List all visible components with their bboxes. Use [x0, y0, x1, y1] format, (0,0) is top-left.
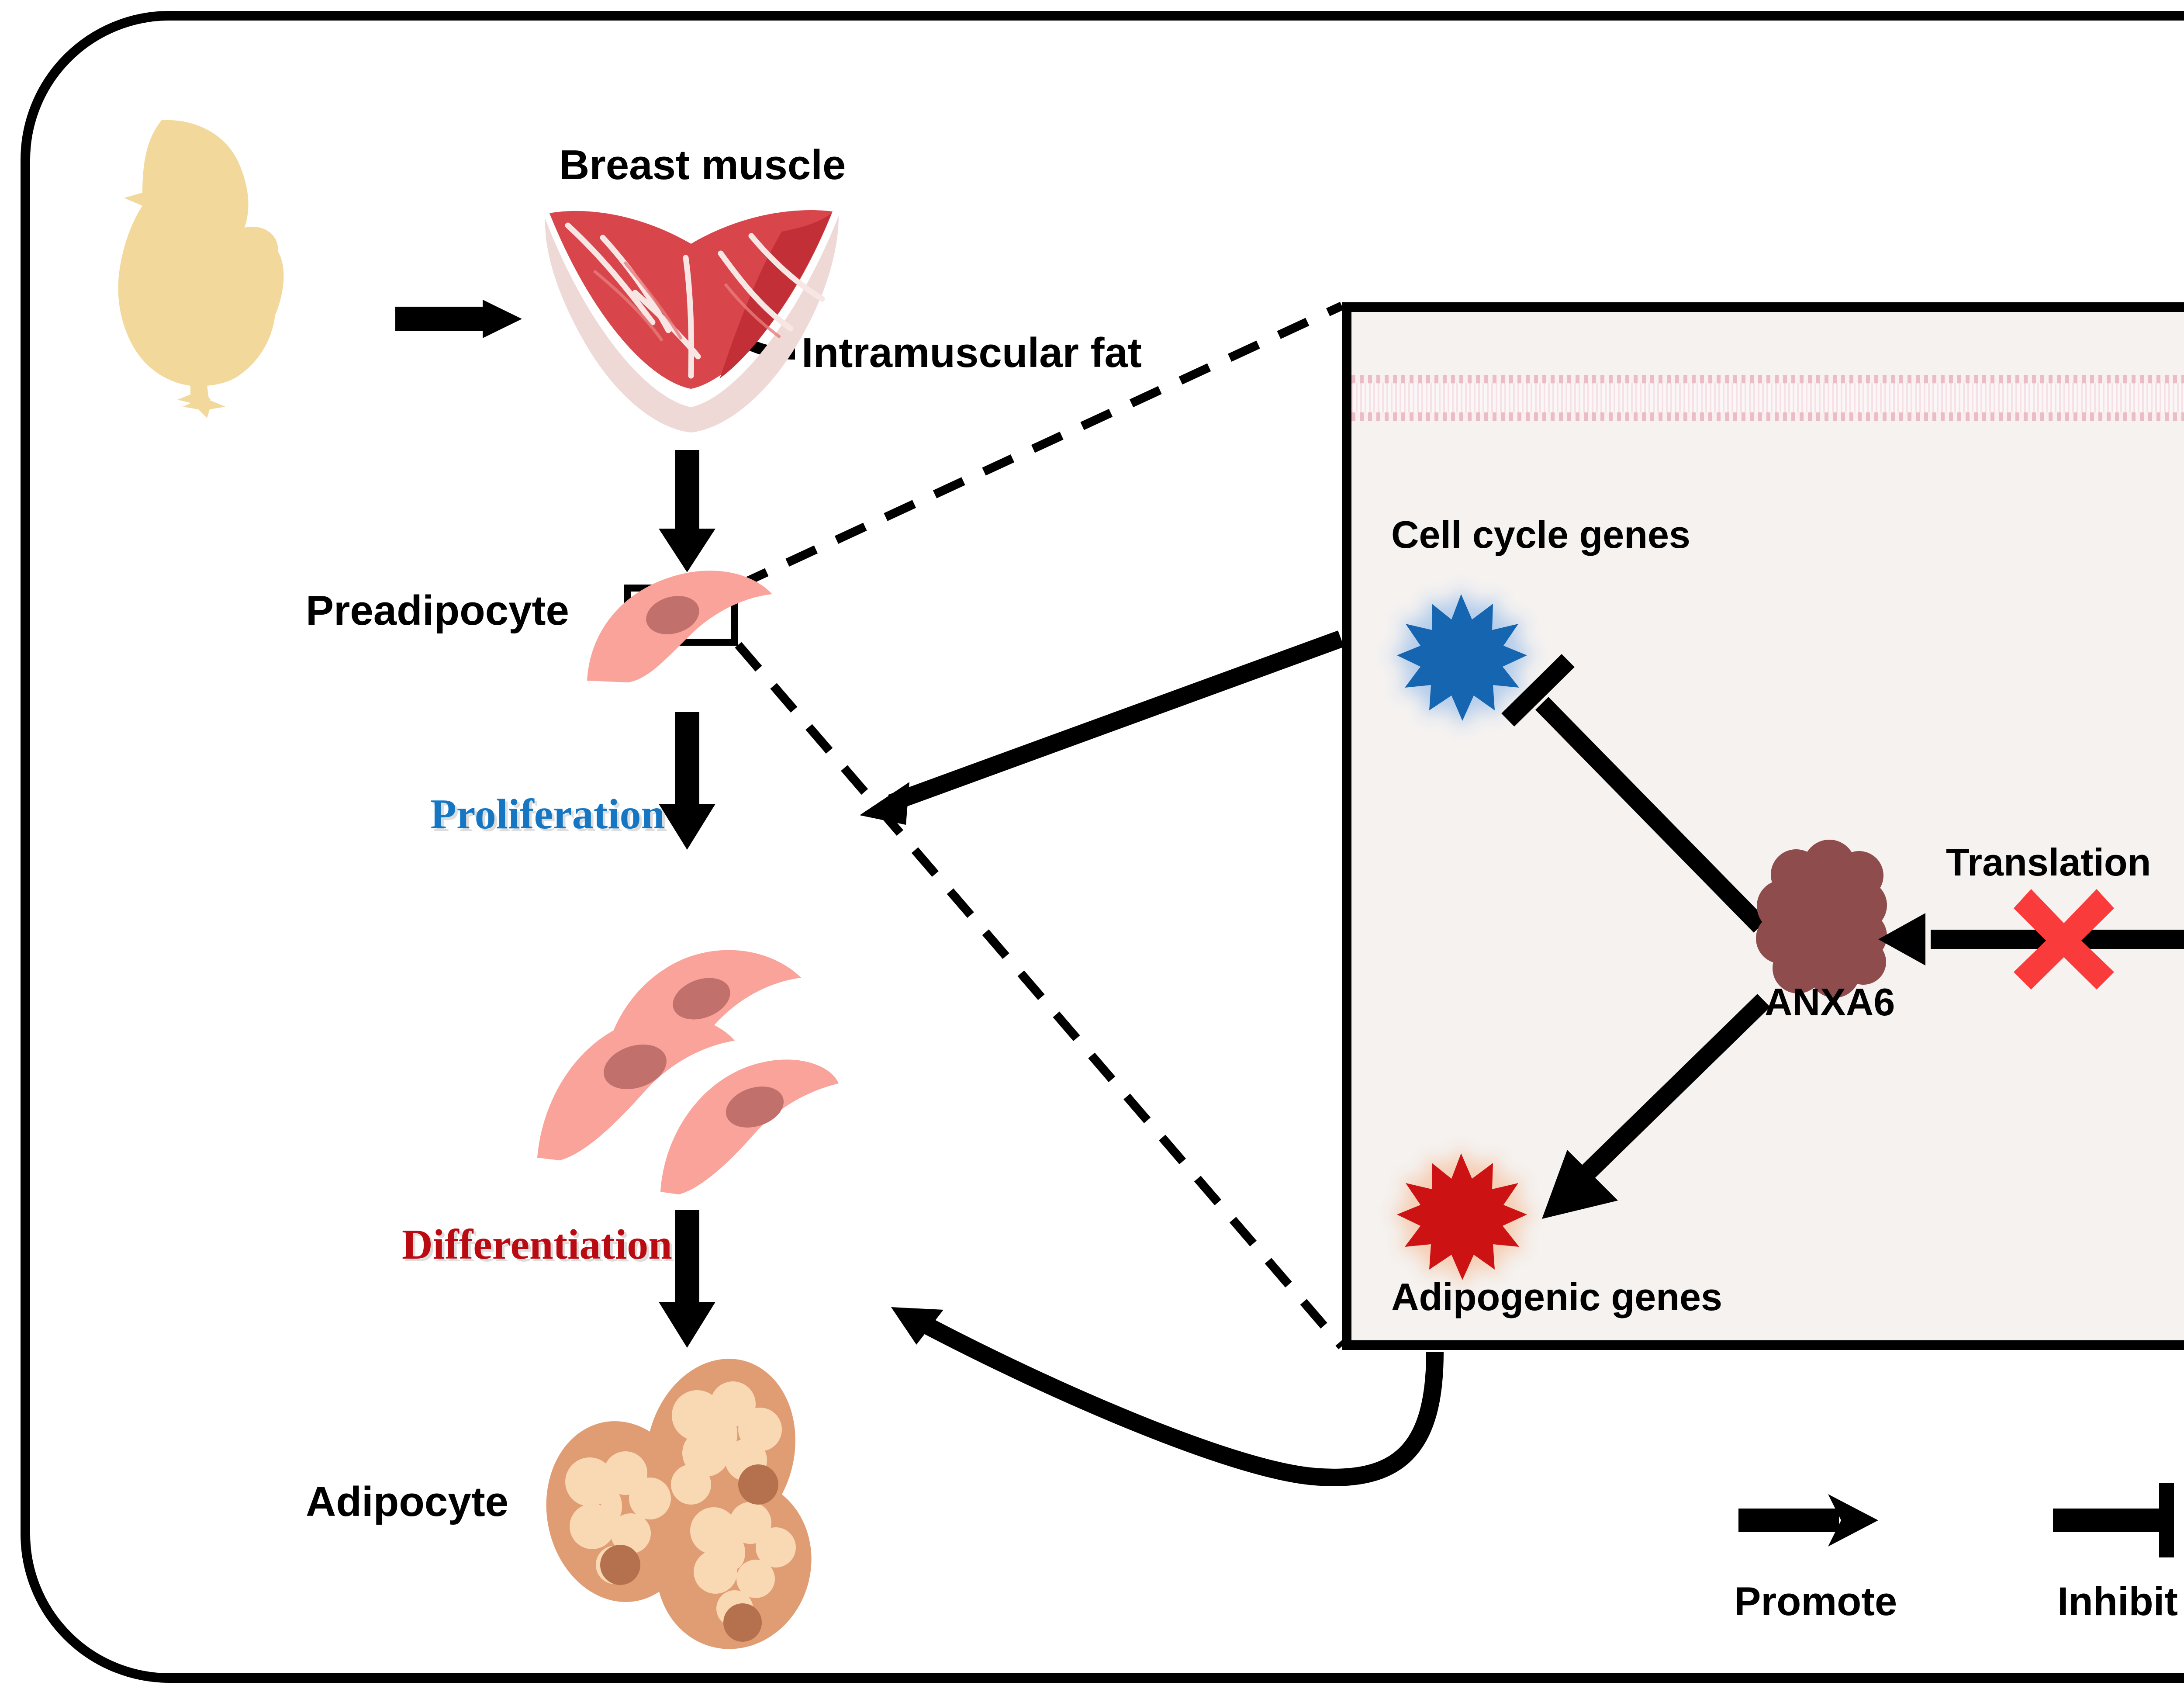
breast-muscle-illustration	[545, 210, 839, 433]
differentiation-label: Differentiation	[402, 1221, 672, 1268]
chick-to-muscle-arrow	[395, 300, 522, 338]
proliferation-arrow	[659, 712, 715, 850]
proliferation-label: Proliferation	[430, 791, 665, 838]
plasma-membrane-icon	[1351, 375, 2184, 421]
differentiation-arrow	[659, 1210, 715, 1348]
preadipocyte-label: Preadipocyte	[306, 587, 569, 634]
preadipocyte-illustration	[587, 571, 772, 682]
zoom-leader-bottom	[735, 642, 1345, 1350]
anxa6-protein-label: ANXA6	[1765, 980, 1895, 1024]
intramuscular-fat-label: Intramuscular fat	[802, 329, 1142, 376]
chick-illustration	[118, 120, 284, 418]
muscle-to-preadipocyte-arrow	[659, 450, 715, 572]
outer-rounded-frame	[21, 11, 2184, 1683]
adipocyte-illustration	[546, 1359, 812, 1649]
legend-promote-arrow-icon	[1738, 1494, 1878, 1547]
legend-inhibit-label: Inhibit	[2057, 1579, 2178, 1624]
adipogenic-to-differentiation-arrow	[891, 1307, 1444, 1486]
legend-inhibit-bar-icon	[2053, 1483, 2174, 1557]
translation-label: Translation	[1946, 841, 2151, 884]
zoom-leader-top	[736, 301, 1344, 590]
breast-muscle-label: Breast muscle	[559, 142, 846, 188]
cell-cycle-genes-label: Cell cycle genes	[1391, 513, 1690, 556]
legend-promote-label: Promote	[1734, 1579, 1897, 1624]
adipogenic-genes-label: Adipogenic genes	[1391, 1275, 1722, 1318]
proliferating-cells-illustration	[537, 950, 839, 1194]
adipocyte-label: Adipocyte	[306, 1478, 509, 1525]
cell-cycle-to-proliferation-arrow	[860, 630, 1344, 825]
